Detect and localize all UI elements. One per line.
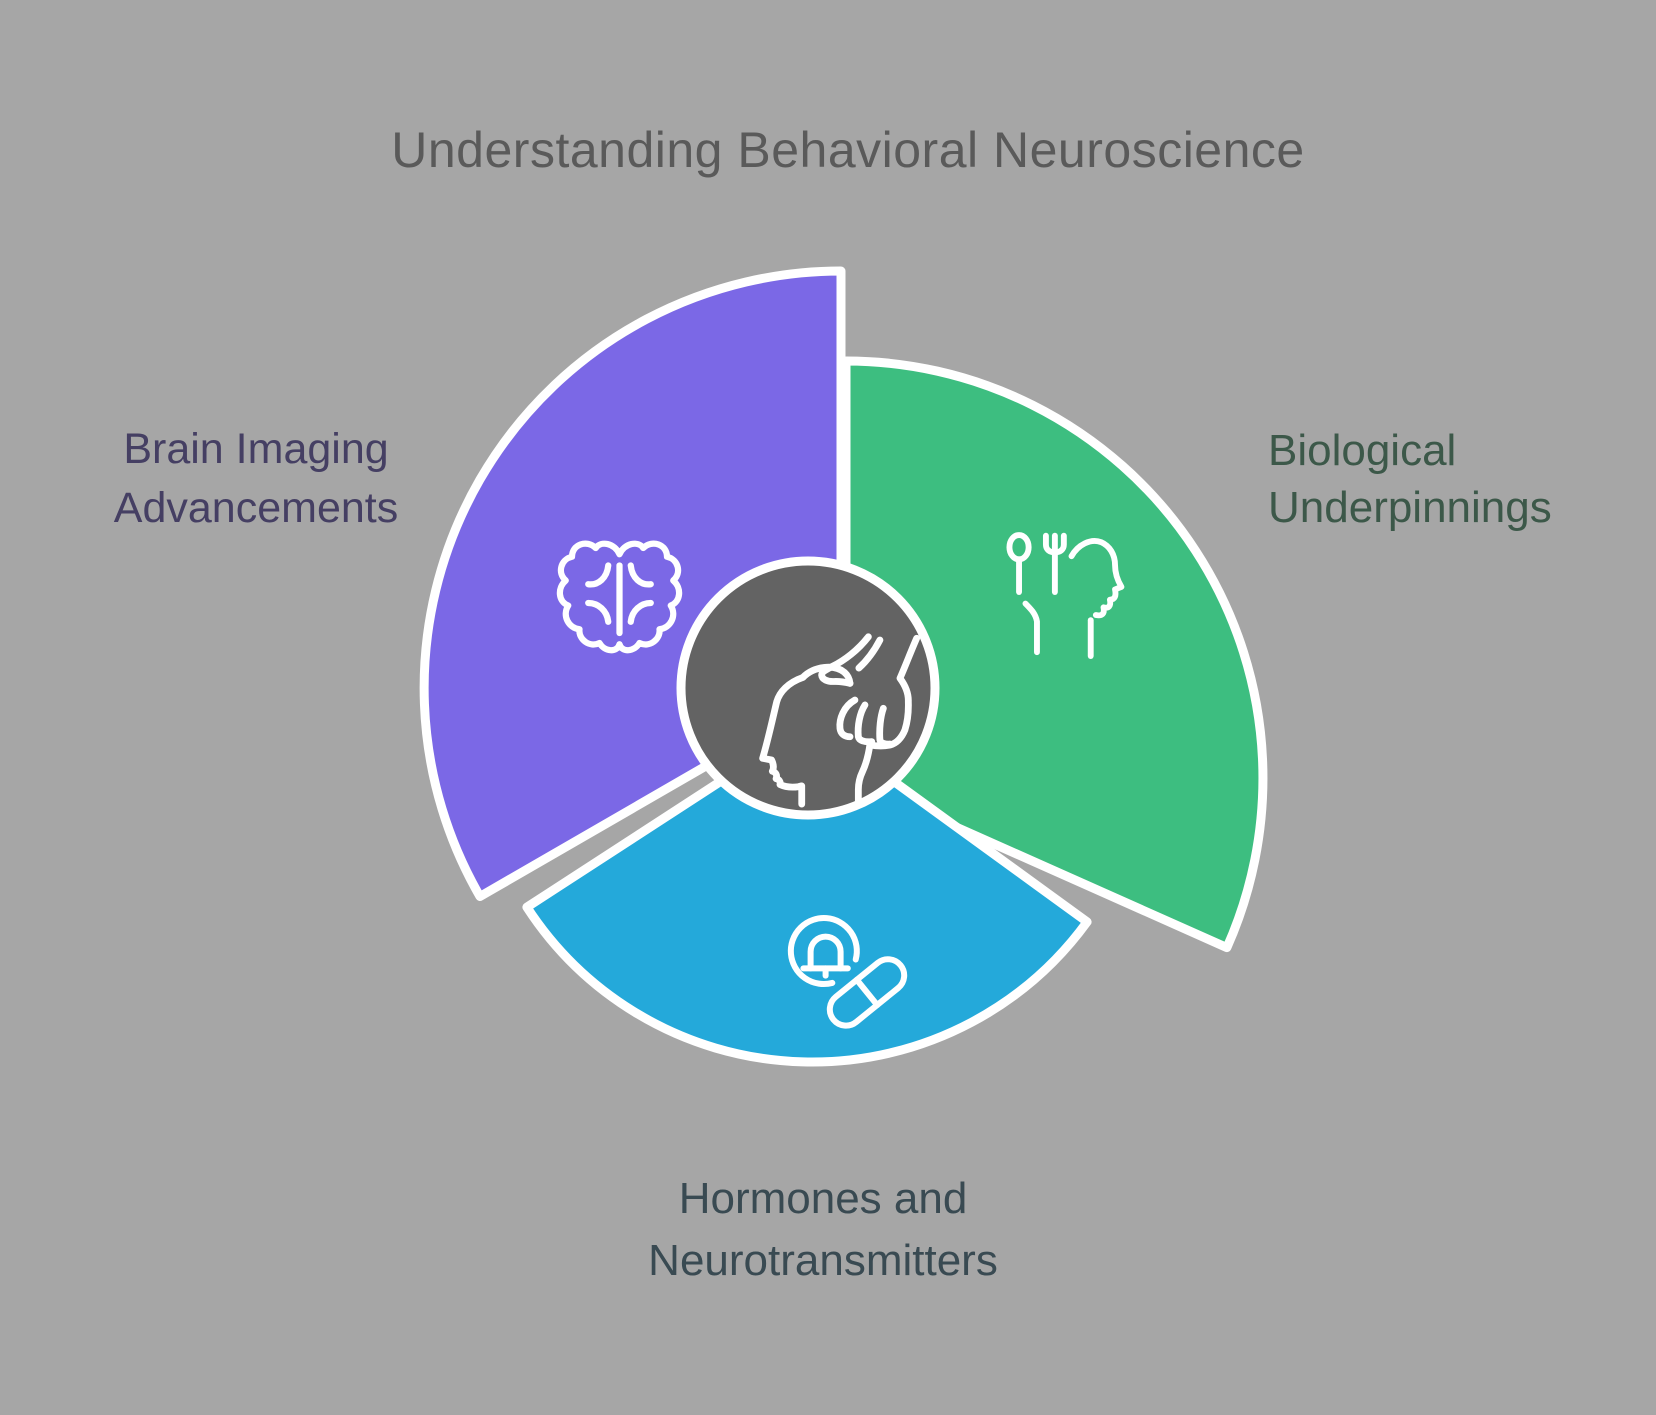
- label-biological-line2: Underpinnings: [1268, 483, 1552, 532]
- diagram-title: Understanding Behavioral Neuroscience: [391, 122, 1305, 178]
- label-hormones-line2: Neurotransmitters: [648, 1236, 998, 1285]
- brain-icon: [556, 540, 683, 654]
- center-circle: [676, 556, 940, 820]
- label-biological-line1: Biological: [1268, 426, 1457, 475]
- segment-biological: [841, 356, 1268, 953]
- label-brain-imaging-line2: Advancements: [113, 484, 399, 532]
- head-hand-icon: [759, 633, 921, 809]
- label-hormones: Hormones and Neurotransmitters: [648, 1168, 998, 1292]
- label-brain-imaging-line1: Brain Imaging: [123, 425, 389, 473]
- nutrition-head-icon: [1006, 532, 1125, 659]
- segment-hormones: [522, 717, 1092, 1067]
- label-hormones-line1: Hormones and: [678, 1174, 968, 1223]
- label-biological: Biological Underpinnings: [1268, 422, 1552, 536]
- bell-pill-icon: [787, 915, 908, 1029]
- label-brain-imaging: Brain Imaging Advancements: [114, 420, 398, 538]
